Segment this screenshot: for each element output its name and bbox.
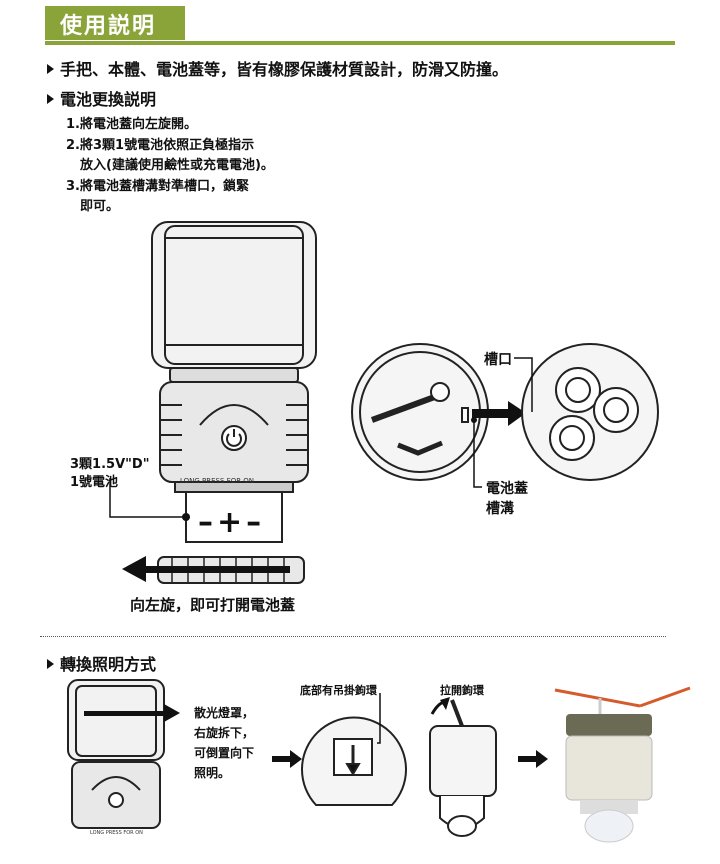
callout-line (109, 478, 186, 518)
battery-section-heading: 電池更換説明 (60, 90, 157, 109)
device-button-text: LONG PRESS FOR ON (180, 477, 255, 485)
section-divider (40, 636, 666, 637)
lantern-small-illustration (67, 679, 165, 829)
lantern-bottom-view (301, 716, 407, 806)
next-arrow-icon (272, 750, 302, 768)
step-2: 2.將3顆1號電池依照正負極指示 (66, 138, 255, 153)
shade-note-line-4: 照明。 (194, 766, 231, 780)
step-2-cont: 放入(建議使用鹼性或充電電池)。 (80, 158, 274, 173)
hook-label: 底部有吊掛鉤環 (300, 684, 377, 697)
lantern-hook-view (429, 699, 497, 837)
title-underline (45, 41, 675, 45)
battery-compartment (521, 343, 659, 481)
step-3-cont: 即可。 (80, 199, 120, 214)
step-3: 3.將電池蓋槽溝對準槽口，鎖緊 (66, 179, 249, 194)
lantern-illustration (151, 221, 317, 543)
page-title: 使用説明 (60, 14, 157, 39)
groove-label-2: 槽溝 (486, 501, 514, 517)
bullet-triangle-icon (47, 64, 54, 74)
battery-diagram (109, 221, 659, 584)
feature-bullet: 手把、本體、電池蓋等，皆有橡膠保護材質設計，防滑又防撞。 (60, 60, 509, 79)
align-arrow-icon (472, 401, 526, 426)
shade-note-line-3: 可倒置向下 (194, 746, 255, 760)
battery-label: 3顆1.5V"D" (70, 457, 150, 472)
battery-label-2: 1號電池 (70, 475, 119, 490)
step-1: 1.將電池蓋向左旋開。 (66, 117, 197, 132)
pull-hook-label: 拉開鉤環 (440, 684, 484, 697)
cap-inside-view (351, 343, 489, 481)
device-button-text-small: LONG PRESS FOR ON (90, 830, 143, 836)
rotate-caption: 向左旋，即可打開電池蓋 (130, 596, 296, 614)
rotate-left-arrow-icon (122, 556, 290, 582)
lighting-mode-heading: 轉換照明方式 (60, 655, 157, 674)
section-title-bg (45, 6, 185, 40)
remove-shade-arrow-icon (84, 704, 180, 722)
shade-note-line-2: 右旋拆下， (194, 726, 255, 740)
groove-callout-line (473, 420, 482, 488)
shade-note-line-1: 散光燈罩， (194, 706, 255, 720)
hanging-lantern-illustration (554, 686, 691, 843)
groove-label: 電池蓋 (486, 481, 528, 497)
slot-label: 槽口 (484, 352, 512, 368)
next-arrow-icon-2 (518, 750, 548, 768)
bullet-triangle-icon (47, 659, 54, 669)
polarity-indicator: –+– (198, 505, 266, 540)
slot-callout-line (514, 357, 533, 412)
bullet-triangle-icon (47, 94, 54, 104)
